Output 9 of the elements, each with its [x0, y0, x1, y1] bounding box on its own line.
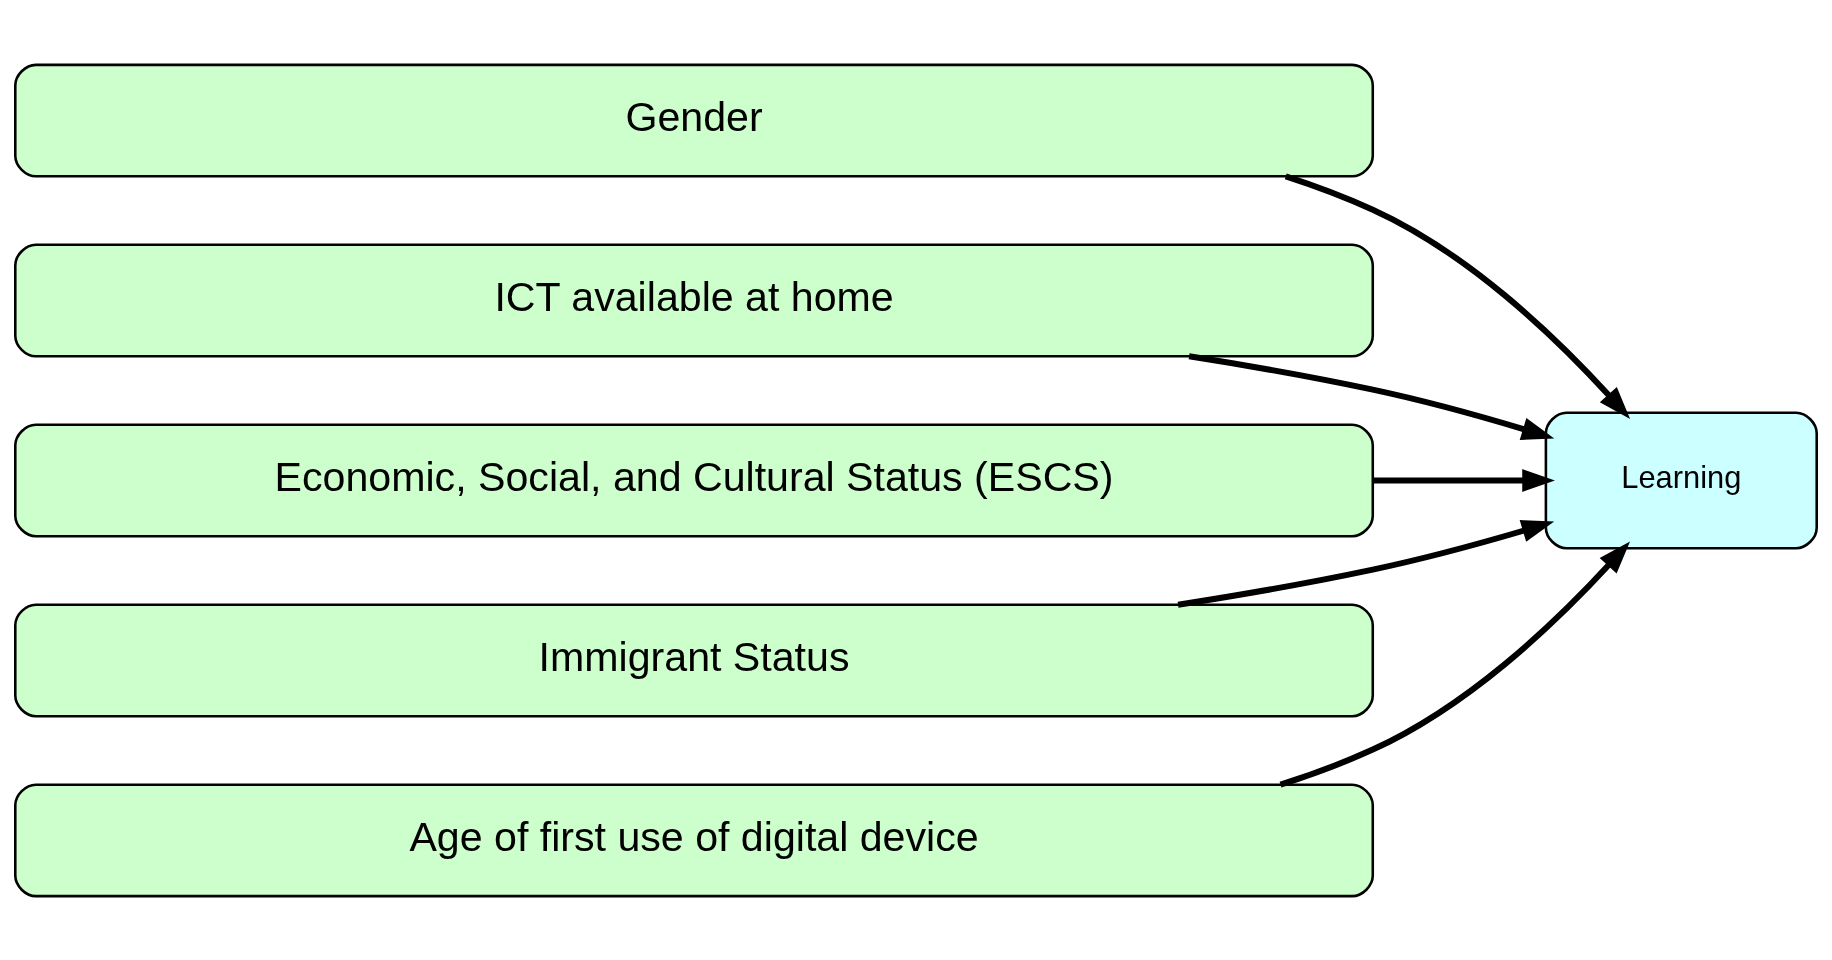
node-box: Gender: [14, 63, 1375, 178]
arrow: [1279, 541, 1630, 787]
node-box: ICT available at home: [14, 243, 1375, 358]
arrow: [1373, 468, 1555, 492]
node-box: Immigrant Status: [14, 602, 1375, 717]
node-box: Economic, Social, and Cultural Status (ESCS): [14, 423, 1375, 537]
node-box: Age of first use of digital device: [14, 782, 1375, 897]
node-box: Learning: [1544, 411, 1818, 549]
arrow: [1284, 172, 1631, 419]
